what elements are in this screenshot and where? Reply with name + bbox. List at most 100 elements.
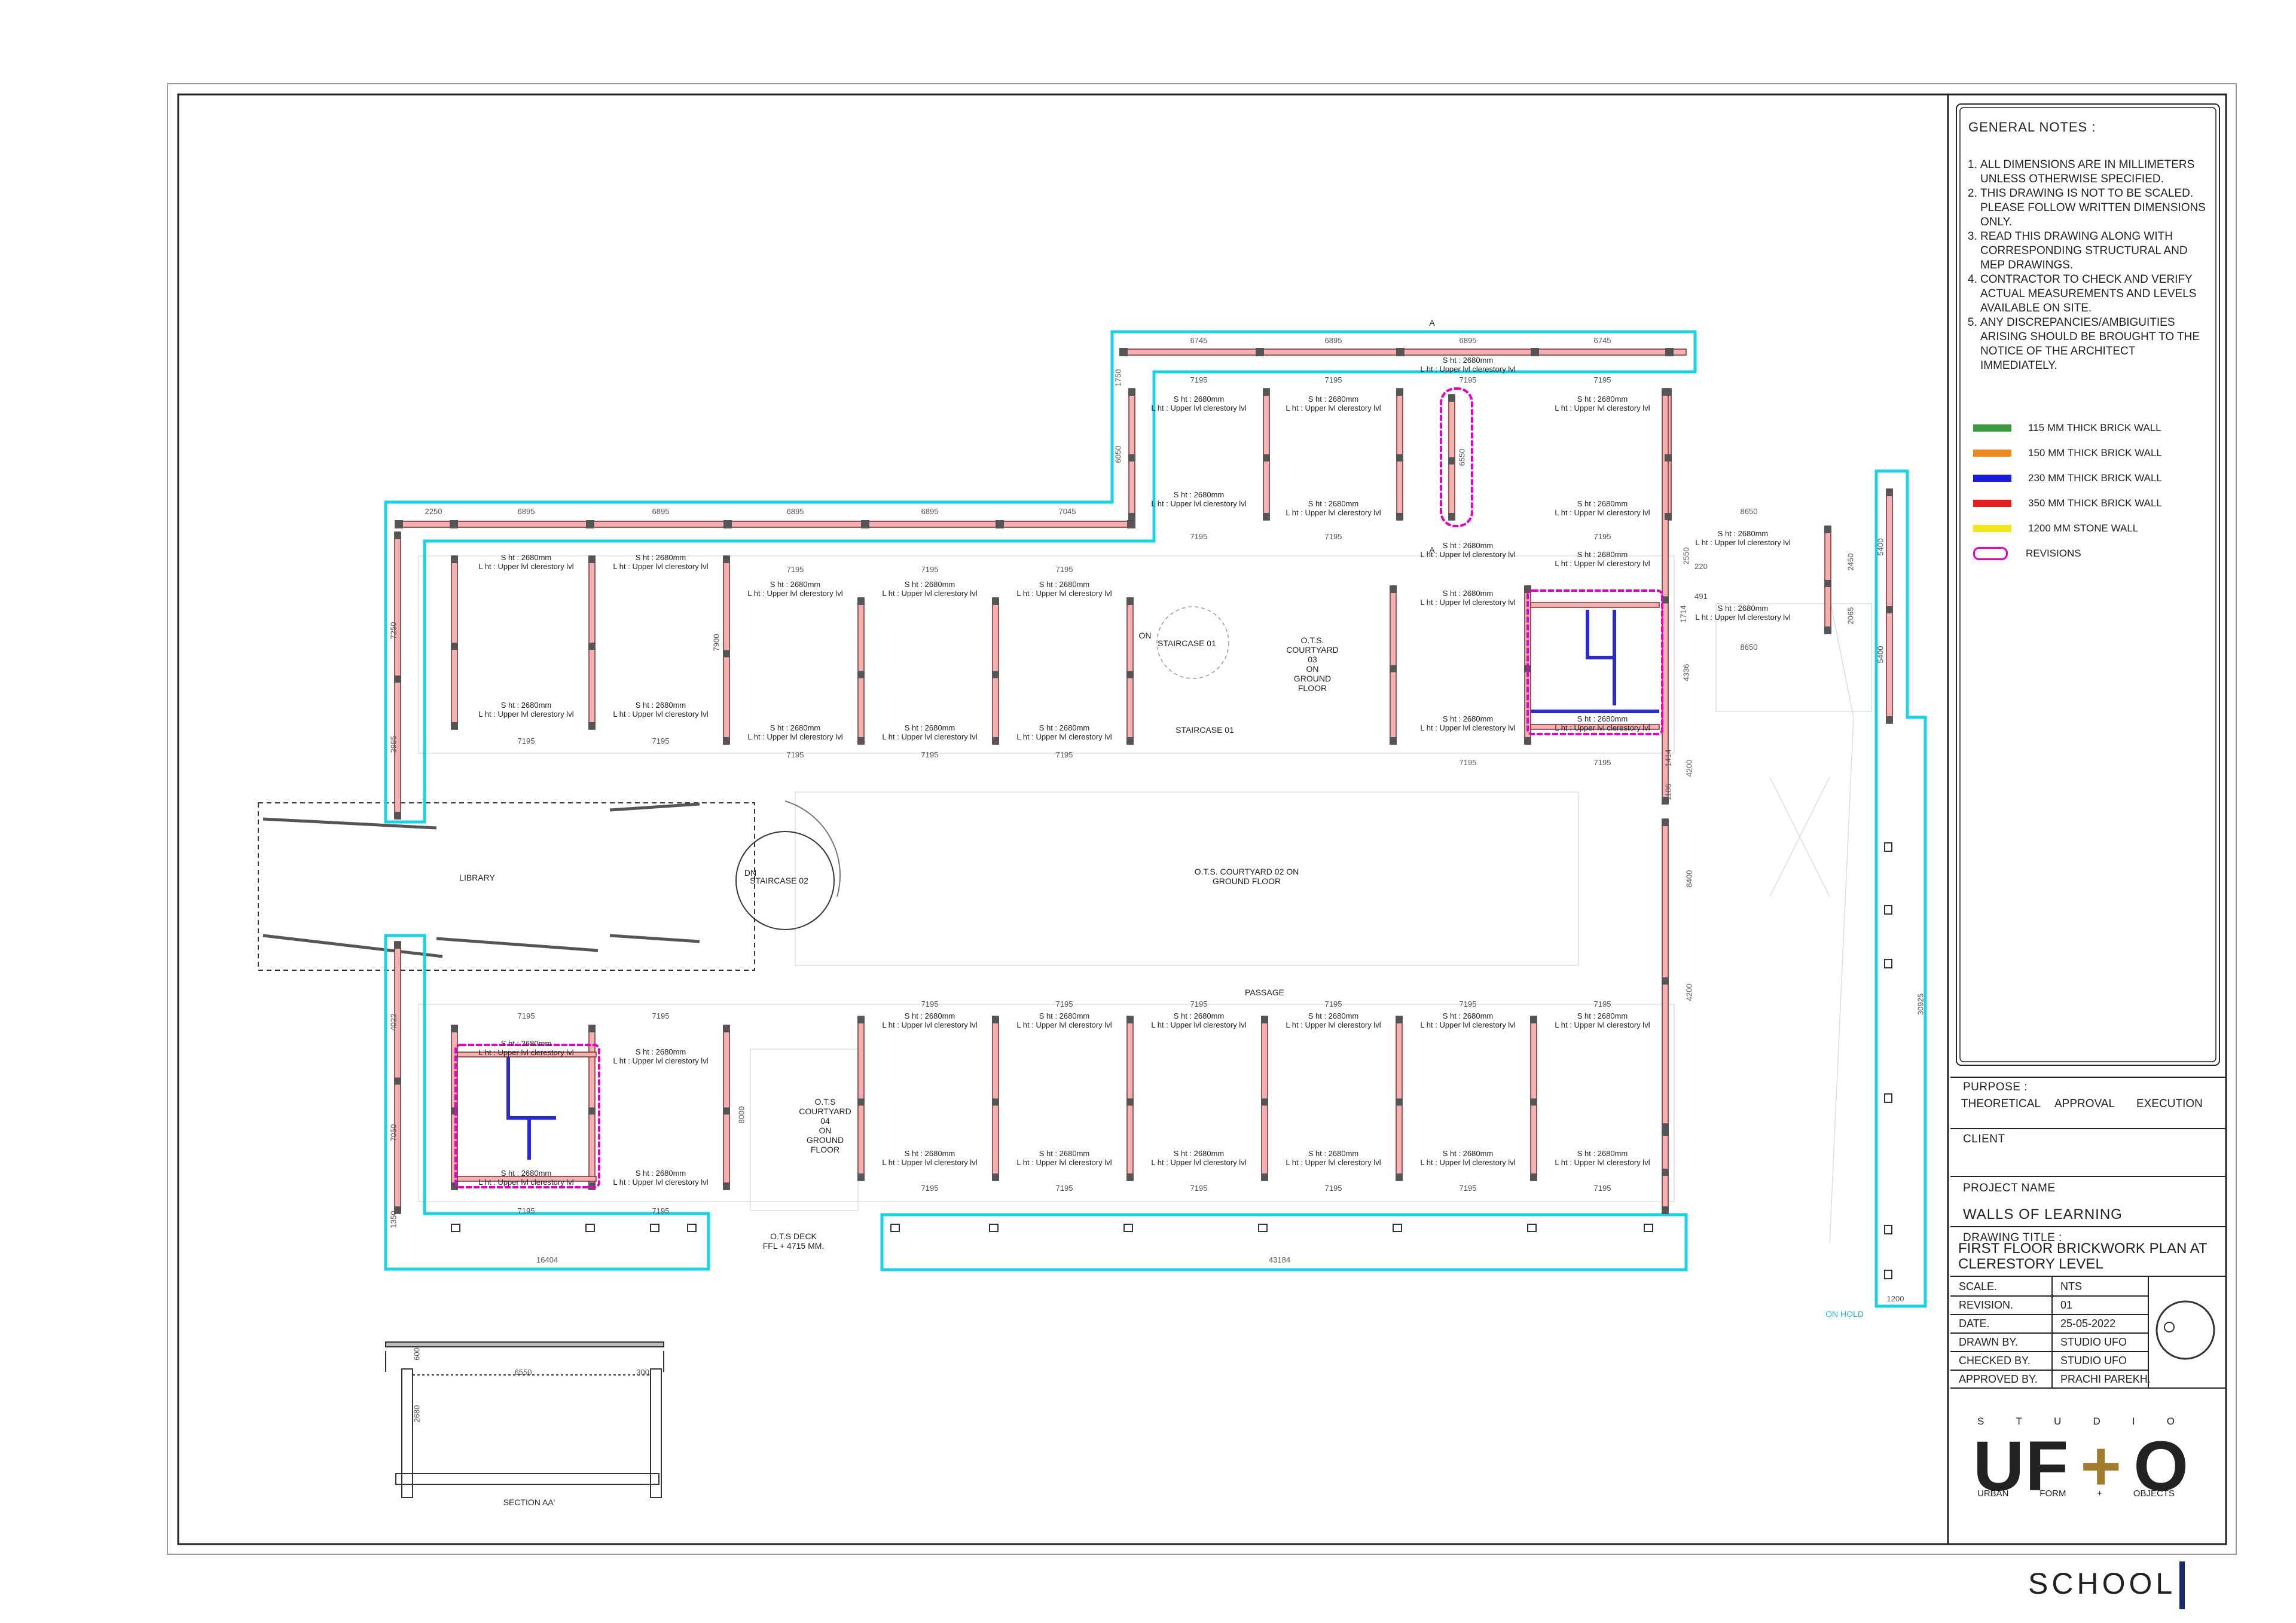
wall-legend: 115 MM THICK BRICK WALL 150 MM THICK BRI… <box>1973 415 2162 566</box>
column <box>1128 454 1135 461</box>
dim-label: 7195 <box>517 736 535 745</box>
purpose-option: APPROVAL <box>2054 1098 2115 1110</box>
room-label-courtyard-03: O.T.S. COURTYARD 03 ON GROUND FLOOR <box>1286 635 1339 693</box>
column <box>394 676 401 683</box>
column <box>992 737 999 744</box>
dim-label: 8650 <box>1740 643 1758 652</box>
dim-label: 7195 <box>1055 1184 1073 1193</box>
dim-label: 300 <box>636 1368 649 1377</box>
column <box>1390 737 1397 744</box>
dim-label: 8000 <box>737 1106 746 1124</box>
dim-label: 6895 <box>786 507 804 516</box>
section-mark-mid: A <box>1429 545 1435 555</box>
dim-label: 1714 <box>1678 605 1688 623</box>
dim-label: 7195 <box>921 750 939 759</box>
dim-label: 6050 <box>1113 445 1123 463</box>
wall-height-note: S ht : 2680mm L ht : Upper lvl clerestor… <box>882 1149 978 1167</box>
note-item: THIS DRAWING IS NOT TO BE SCALED. PLEASE… <box>1980 187 2208 230</box>
column <box>451 722 458 729</box>
legend-row: 115 MM THICK BRICK WALL <box>1973 415 2162 441</box>
brand-letter: I <box>2132 1416 2135 1427</box>
purpose-option: EXECUTION <box>2136 1098 2203 1110</box>
wall-height-note: S ht : 2680mm L ht : Upper lvl clerestor… <box>1555 499 1650 517</box>
note-item: ALL DIMENSIONS ARE IN MILLIMETERS UNLESS… <box>1980 158 2208 187</box>
dim-label: 7195 <box>786 750 804 759</box>
dim-label: 7195 <box>786 565 804 574</box>
dim-label: 7195 <box>1459 375 1477 384</box>
dim-label: 7195 <box>1190 1000 1208 1008</box>
column <box>1824 580 1831 587</box>
logo-plus: + <box>2080 1427 2123 1506</box>
dim-label: 2065 <box>1846 607 1855 625</box>
revision-cloud-icon <box>1973 547 2008 560</box>
dim-label: 7045 <box>1058 507 1076 516</box>
dim-label: 2550 <box>1681 547 1691 565</box>
column <box>1396 1016 1403 1023</box>
legend-swatch <box>1973 424 2011 432</box>
on-hold-label: ON HOLD <box>1825 1309 1864 1319</box>
column <box>723 1182 730 1190</box>
legend-label: 1200 MM STONE WALL <box>2028 522 2139 534</box>
column <box>723 1107 730 1115</box>
dim-label: 7195 <box>1593 375 1611 384</box>
dim-label: 7195 <box>1055 565 1073 574</box>
dim-label: 7195 <box>517 1206 535 1215</box>
column <box>588 643 596 650</box>
section-mark-top: A <box>1429 318 1435 328</box>
column <box>1396 1173 1403 1181</box>
general-notes: GENERAL NOTES : ALL DIMENSIONS ARE IN MI… <box>1962 106 2208 373</box>
dim-label: 7195 <box>921 1000 939 1008</box>
column <box>723 1025 730 1032</box>
column <box>857 671 865 678</box>
column <box>857 1173 865 1181</box>
dim-label: 7195 <box>1593 758 1611 767</box>
dim-label: 6550 <box>1457 448 1467 466</box>
scale-value: NTS <box>2060 1280 2082 1292</box>
column <box>992 1098 999 1106</box>
legend-label: 115 MM THICK BRICK WALL <box>2028 422 2161 433</box>
dim-label: 1750 <box>1113 369 1123 387</box>
dim-label: 6895 <box>1324 336 1342 345</box>
note-item: CONTRACTOR TO CHECK AND VERIFY ACTUAL ME… <box>1980 273 2208 316</box>
dim-label: 7195 <box>1593 1184 1611 1193</box>
tagline-word: FORM <box>2039 1488 2066 1499</box>
column <box>1662 1124 1669 1131</box>
dim-label: 7195 <box>1324 1184 1342 1193</box>
general-notes-title: GENERAL NOTES : <box>1968 120 2096 135</box>
legend-label: 350 MM THICK BRICK WALL <box>2028 497 2162 509</box>
column <box>451 643 458 650</box>
dim-label: 1186 <box>1663 784 1673 800</box>
wall-height-note: S ht : 2680mm L ht : Upper lvl clerestor… <box>882 723 978 741</box>
brand-letter: T <box>2016 1416 2022 1427</box>
room-label-passage: PASSAGE <box>1245 988 1284 997</box>
column <box>1448 513 1455 520</box>
wall-height-note: S ht : 2680mm L ht : Upper lvl clerestor… <box>478 1169 574 1187</box>
drawing-title-label: DRAWING TITLE : <box>1963 1231 2062 1244</box>
wall-height-note: S ht : 2680mm L ht : Upper lvl clerestor… <box>882 580 978 598</box>
dim-label: 7250 <box>389 622 398 640</box>
approved-by-value: PRACHI PAREKH. <box>2060 1373 2151 1385</box>
column <box>1662 819 1669 826</box>
column <box>1128 389 1135 396</box>
wall-height-note: S ht : 2680mm L ht : Upper lvl clerestor… <box>1555 1011 1650 1029</box>
wall-height-note: S ht : 2680mm L ht : Upper lvl clerestor… <box>613 1169 709 1187</box>
room-label-staircase-01b: STAIRCASE 01 <box>1176 725 1234 735</box>
dim-label: 8650 <box>1740 507 1758 516</box>
studio-logo: UF+O <box>1973 1426 2190 1507</box>
column <box>1662 977 1669 985</box>
column <box>857 598 865 605</box>
brand-letter: O <box>2166 1416 2175 1427</box>
column <box>1128 513 1135 520</box>
wall-height-note: S ht : 2680mm L ht : Upper lvl clerestor… <box>1151 1149 1247 1167</box>
column <box>1396 1098 1403 1106</box>
column <box>1126 671 1134 678</box>
column <box>1662 389 1669 396</box>
dim-label: 220 <box>1694 562 1708 571</box>
column <box>1126 1098 1134 1106</box>
legend-swatch <box>1973 475 2011 482</box>
column <box>1530 1173 1537 1181</box>
dim-label: 600 <box>412 1347 422 1361</box>
wall-height-note: S ht : 2680mm L ht : Upper lvl clerestor… <box>1420 589 1516 607</box>
logo-right: O <box>2133 1427 2190 1506</box>
